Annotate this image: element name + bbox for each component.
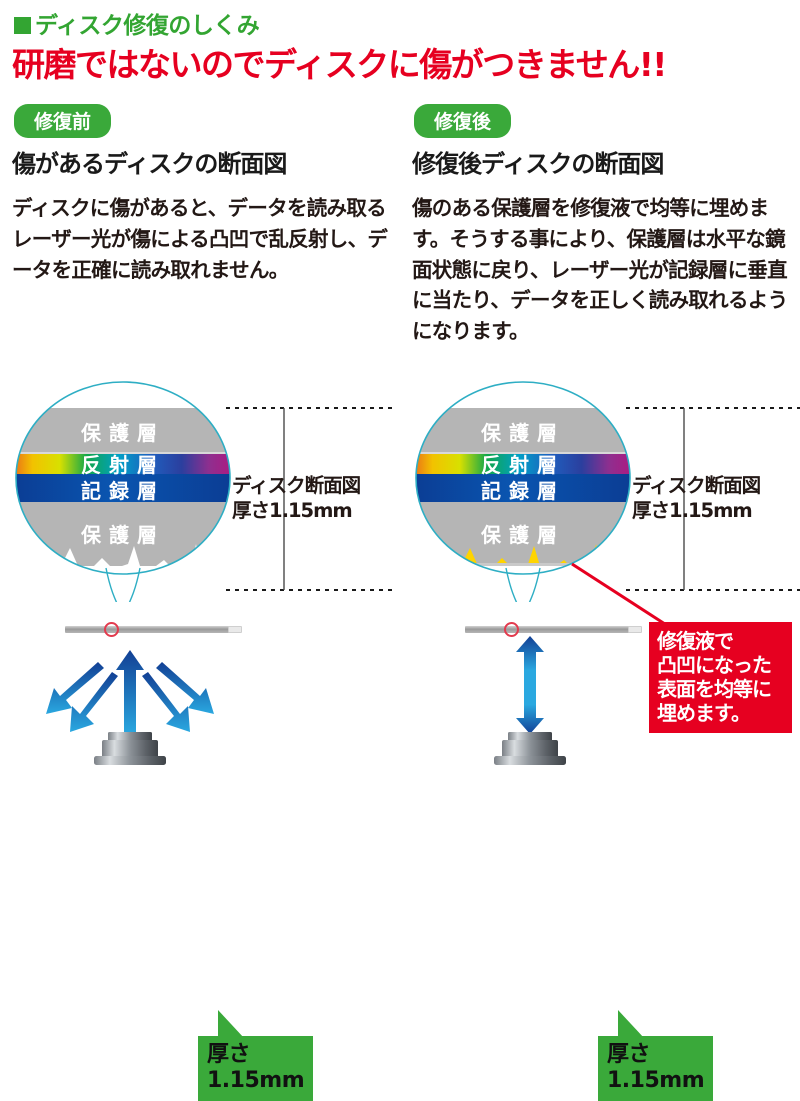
- column-title-after: 修復後ディスクの断面図: [412, 150, 664, 178]
- badge-before: 修復前: [14, 104, 112, 138]
- column-before: 修復前 傷があるディスクの断面図 ディスクに傷があると、データを読み取るレーザー…: [0, 104, 400, 285]
- cross-section-caption-after: ディスク断面図 厚さ1.15mm: [632, 474, 761, 523]
- layer-label-protective-top: 保護層: [80, 421, 165, 445]
- layer-label-recording: 記録層: [481, 479, 565, 503]
- thickness-dimension-before: [226, 407, 396, 591]
- thickness-dimension-after: [626, 407, 800, 591]
- badge-after: 修復後: [414, 104, 512, 138]
- column-after: 修復後 修復後ディスクの断面図 傷のある保護層を修復液で均等に埋めます。そうする…: [400, 104, 800, 347]
- caption-line-1: ディスク断面図: [632, 474, 761, 497]
- layer-label-reflective: 反射層: [81, 453, 165, 477]
- caption-line-2: 厚さ1.15mm: [232, 498, 353, 522]
- thickness-callout-text-before: 厚さ 1.15mm: [198, 1036, 314, 1101]
- caption-line-2: 厚さ1.15mm: [632, 498, 753, 522]
- page-headline: 研磨ではないのでディスクに傷がつきません!!: [12, 45, 667, 84]
- thickness-callout-text-after: 厚さ 1.15mm: [598, 1036, 714, 1101]
- laser-perpendicular-illustration: [494, 636, 566, 765]
- layer-label-recording: 記録層: [81, 479, 165, 503]
- thickness-callout-before: 厚さ 1.15mm: [198, 1010, 314, 1101]
- layer-label-protective-top: 保護層: [480, 421, 565, 445]
- cross-section-caption-before: ディスク断面図 厚さ1.15mm: [232, 474, 361, 523]
- column-body-before: ディスクに傷があると、データを読み取るレーザー光が傷による凸凹で乱反射し、データ…: [12, 196, 388, 282]
- infographic-canvas: ディスク修復のしくみ 研磨ではないのでディスクに傷がつきません!! 修復前 傷が…: [0, 6, 800, 1101]
- disc-edge-bar-before: [65, 626, 240, 633]
- focus-ring-before: [104, 622, 119, 637]
- caption-line-1: ディスク断面図: [232, 474, 361, 497]
- thickness-callout-after: 厚さ 1.15mm: [598, 1010, 714, 1101]
- header-subtitle: ディスク修復のしくみ: [14, 6, 260, 40]
- diagram-before: 保護層 反射層 記録層 保護層 ディスク断面図 厚さ1.15mm: [0, 378, 400, 1101]
- magnified-cross-section-after: 保護層 反射層 記録層 保護層: [410, 380, 636, 602]
- layer-label-protective-bottom: 保護層: [80, 523, 165, 547]
- laser-scattered-illustration: [46, 650, 214, 765]
- layer-label-reflective: 反射層: [481, 453, 565, 477]
- header-subtitle-text: ディスク修復のしくみ: [35, 13, 260, 39]
- repair-callout: 修復液で 凸凹になった 表面を均等に 埋めます。: [649, 622, 792, 733]
- callout-tail-before: [218, 1010, 244, 1038]
- callout-tail-after: [618, 1010, 644, 1038]
- repair-leader-line: [571, 562, 669, 628]
- disc-edge-bar-after: [465, 626, 640, 633]
- layer-label-protective-bottom: 保護層: [480, 523, 565, 547]
- disc-edge-tip-before: [228, 626, 242, 633]
- column-body-after: 傷のある保護層を修復液で均等に埋めます。そうする事により、保護層は水平な鏡面状態…: [412, 196, 788, 343]
- disc-edge-tip-after: [628, 626, 642, 633]
- green-square-bullet-icon: [14, 17, 31, 34]
- column-title-before: 傷があるディスクの断面図: [12, 150, 287, 178]
- magnified-cross-section-before: 保護層 反射層 記録層 保護層: [10, 380, 236, 602]
- focus-ring-after: [504, 622, 519, 637]
